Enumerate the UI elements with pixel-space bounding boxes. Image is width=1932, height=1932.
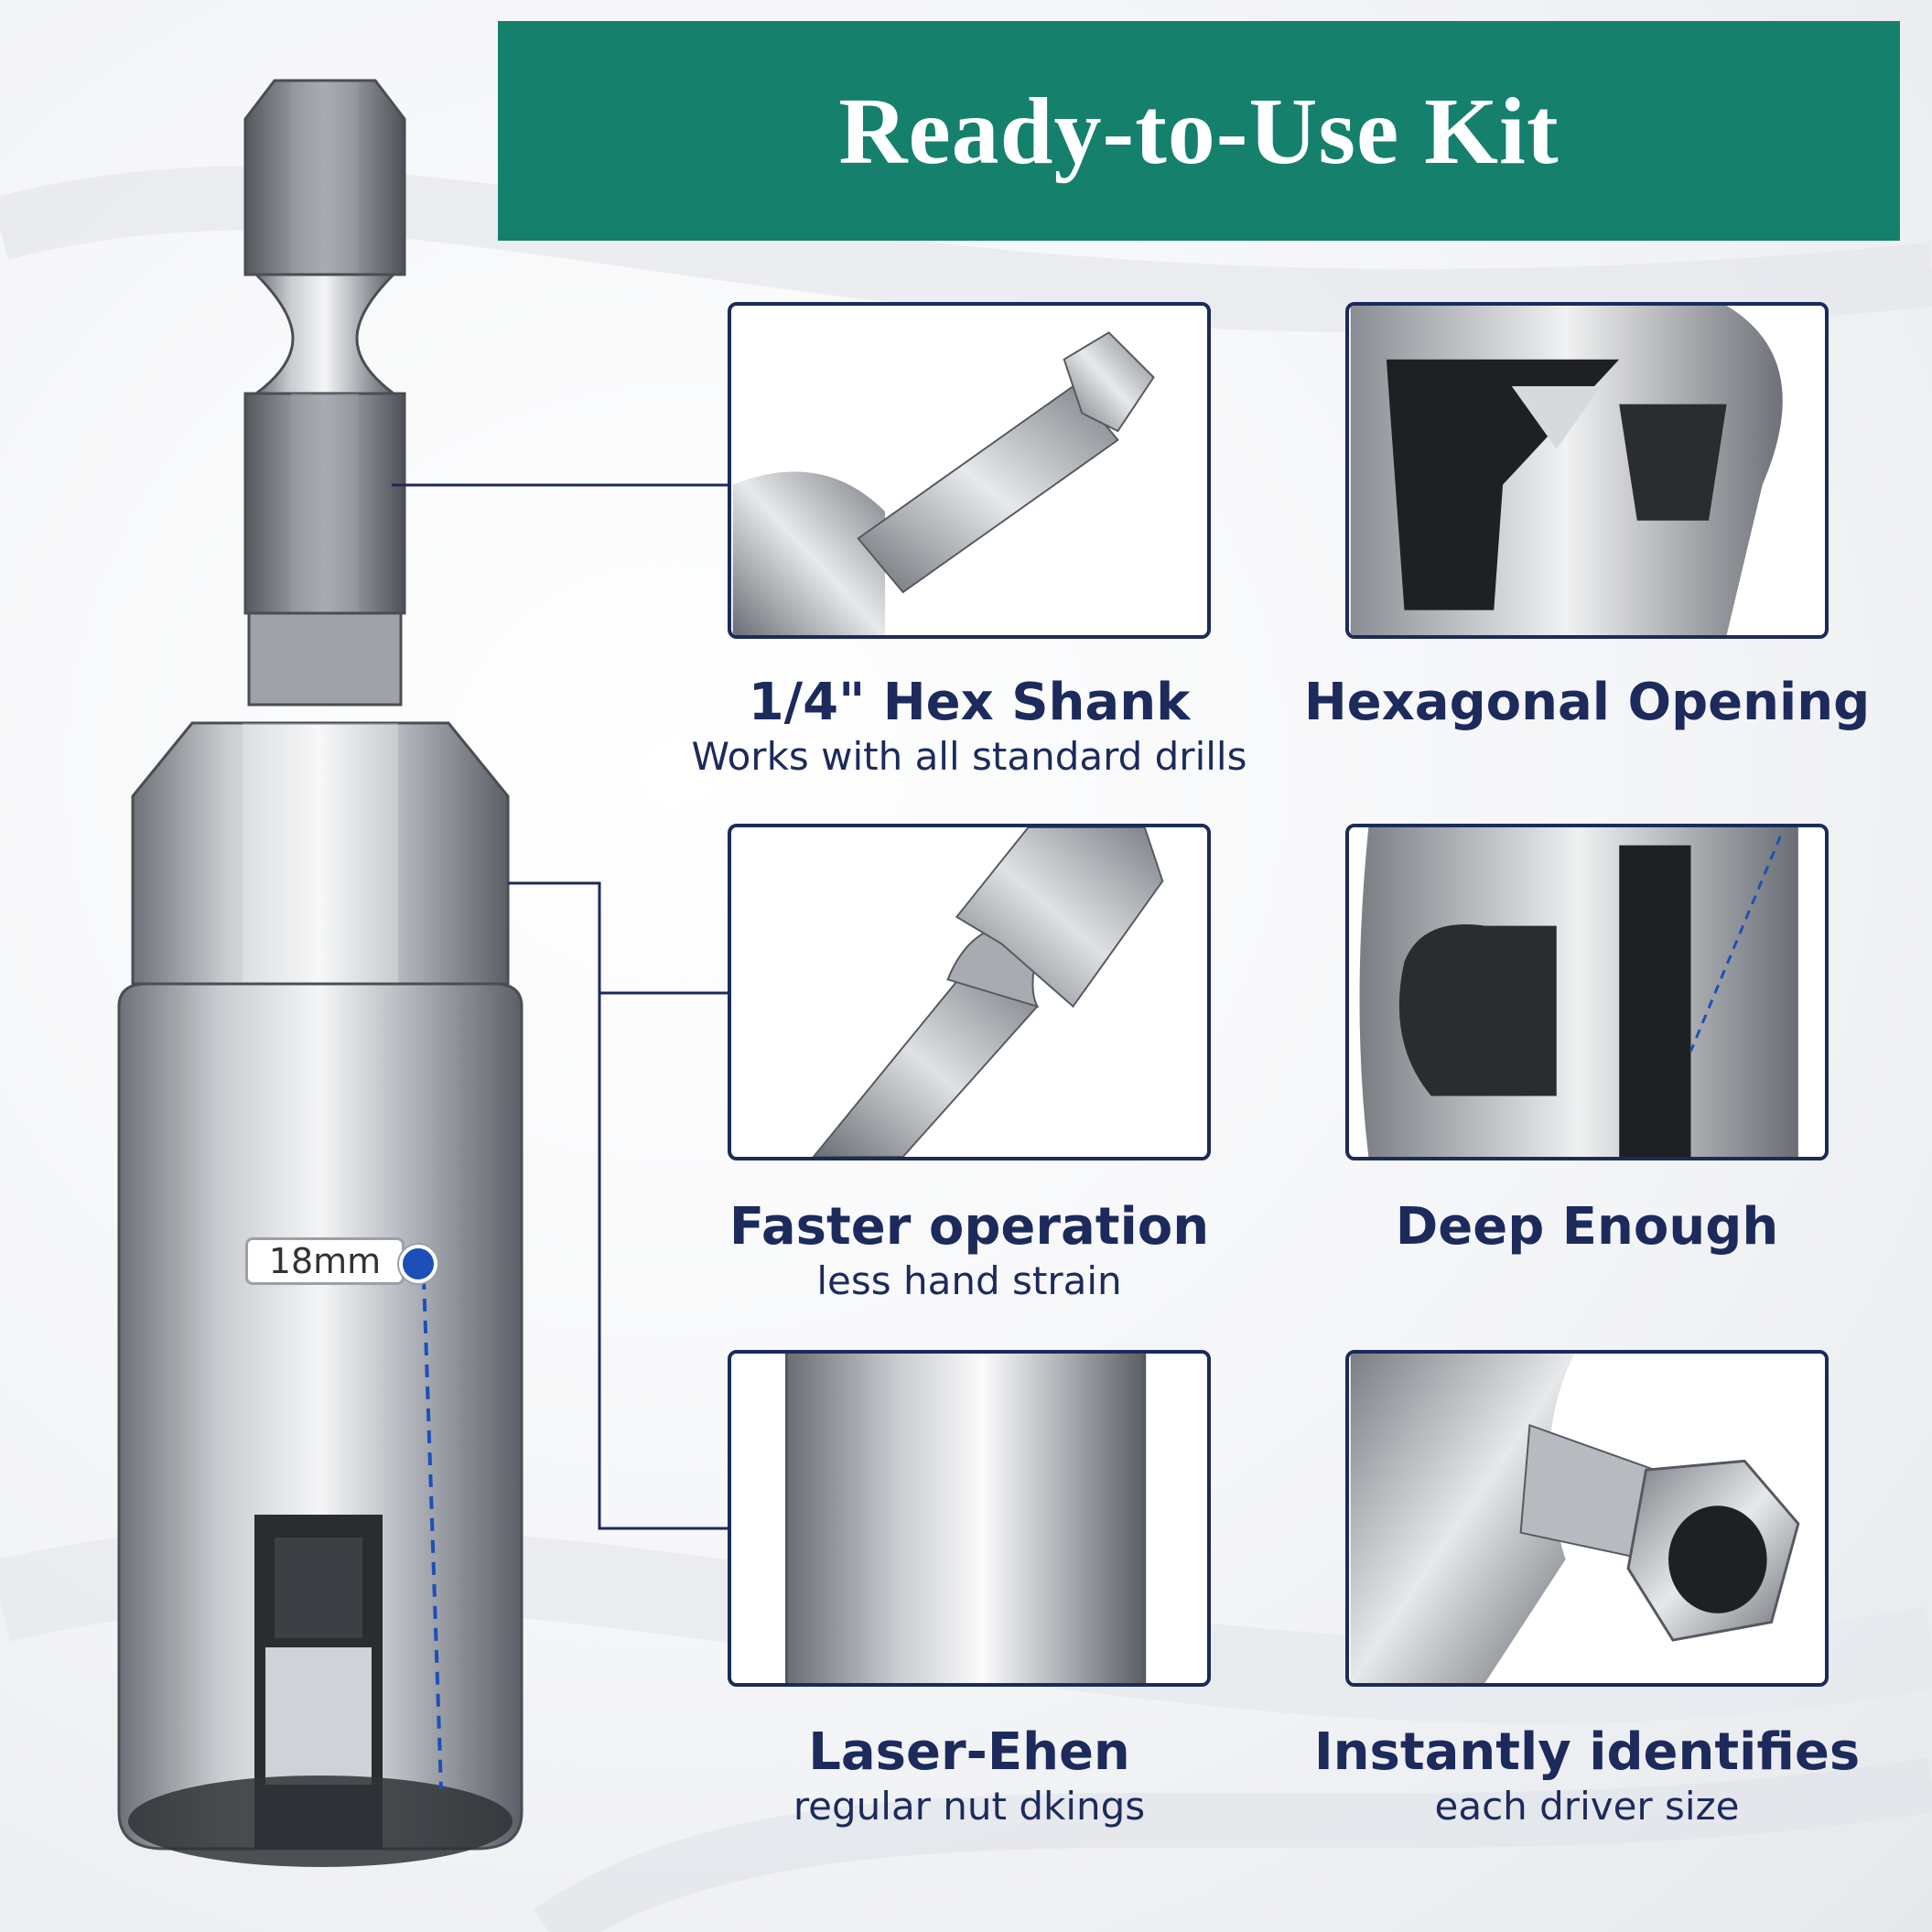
feature-title: Faster operation	[729, 1197, 1210, 1257]
feature-subtitle: Works with all standard drills	[691, 734, 1247, 779]
feature-title: Deep Enough	[1395, 1197, 1779, 1257]
feature-subtitle: each driver size	[1434, 1784, 1740, 1829]
panel-laser-etched	[728, 1350, 1211, 1687]
feature-caption-laser-etched: Laser-Ehen regular nut dkings	[649, 1722, 1290, 1830]
feature-caption-deep-enough: Deep Enough	[1267, 1197, 1907, 1257]
banner-title: Ready-to-Use Kit	[838, 78, 1560, 184]
panel-size-identification	[1345, 1350, 1829, 1687]
feature-subtitle: less hand strain	[816, 1258, 1122, 1303]
size-marker-dot	[399, 1245, 437, 1283]
size-label: 18mm	[245, 1237, 405, 1285]
header-banner: Ready-to-Use Kit	[498, 21, 1900, 241]
panel-deep-enough	[1345, 824, 1829, 1160]
panel-hexagonal-opening	[1345, 302, 1829, 639]
feature-title: Instantly identifies	[1313, 1722, 1861, 1782]
feature-caption-size-identification: Instantly identifies each driver size	[1267, 1722, 1907, 1830]
feature-subtitle: regular nut dkings	[793, 1784, 1146, 1829]
feature-caption-hex-shank: 1/4" Hex Shank Works with all standard d…	[649, 673, 1290, 781]
feature-caption-hexagonal-opening: Hexagonal Opening	[1267, 673, 1907, 733]
panel-hex-shank	[728, 302, 1211, 639]
feature-caption-faster-operation: Faster operation less hand strain	[649, 1197, 1290, 1305]
panel-faster-operation	[728, 824, 1211, 1160]
feature-title: 1/4" Hex Shank	[748, 673, 1191, 732]
feature-title: Hexagonal Opening	[1303, 673, 1871, 732]
feature-title: Laser-Ehen	[808, 1722, 1130, 1782]
